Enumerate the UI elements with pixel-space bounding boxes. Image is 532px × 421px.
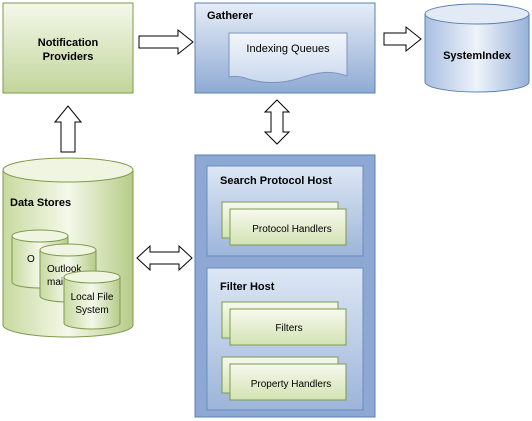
- search-protocol-host-title: Search Protocol Host: [220, 175, 332, 187]
- local-file-system-cylinder: Local File System: [63, 270, 121, 330]
- property-handlers-box: [229, 363, 347, 401]
- data-stores-database: Data Stores O Outlook mail Local File Sy…: [2, 157, 134, 338]
- outlook-mail-label-2: mail: [47, 277, 65, 288]
- protocol-handlers-label: Protocol Handlers: [252, 224, 331, 235]
- filter-host-box: Filter Host Filters Property Handlers: [206, 267, 364, 411]
- notification-providers-label-1: Notification: [38, 37, 99, 49]
- office-store-label: O: [27, 254, 35, 265]
- outlook-mail-label-1: Outlook: [47, 264, 82, 275]
- property-handlers-label: Property Handlers: [251, 379, 332, 390]
- filter-host-title: Filter Host: [220, 281, 275, 293]
- local-file-system-label-2: System: [75, 305, 108, 316]
- arrow-notification-to-gatherer: [138, 28, 194, 56]
- notification-providers-label-2: Providers: [43, 51, 94, 63]
- local-file-system-label-1: Local File: [71, 292, 114, 303]
- gatherer-title: Gatherer: [207, 10, 254, 22]
- gatherer-box: Gatherer Indexing Queues: [194, 2, 376, 94]
- arrow-datastores-to-notification: [53, 105, 83, 153]
- protocol-handlers-box: [229, 208, 347, 246]
- systemindex-label: SystemIndex: [443, 50, 512, 62]
- search-protocol-host-box: Search Protocol Host Protocol Handlers: [206, 165, 364, 257]
- indexing-queues-label: Indexing Queues: [246, 43, 330, 55]
- arrow-datastores-hosts-bidirectional: [136, 244, 193, 272]
- filters-label: Filters: [275, 323, 302, 334]
- data-stores-title: Data Stores: [10, 197, 71, 209]
- filters-box: [229, 308, 347, 346]
- arrow-gatherer-hosts-bidirectional: [263, 99, 291, 145]
- notification-providers-box: Notification Providers: [2, 2, 134, 94]
- arrow-gatherer-to-systemindex: [383, 25, 422, 53]
- indexing-queues-document: [228, 32, 348, 83]
- systemindex-database: SystemIndex: [424, 3, 530, 93]
